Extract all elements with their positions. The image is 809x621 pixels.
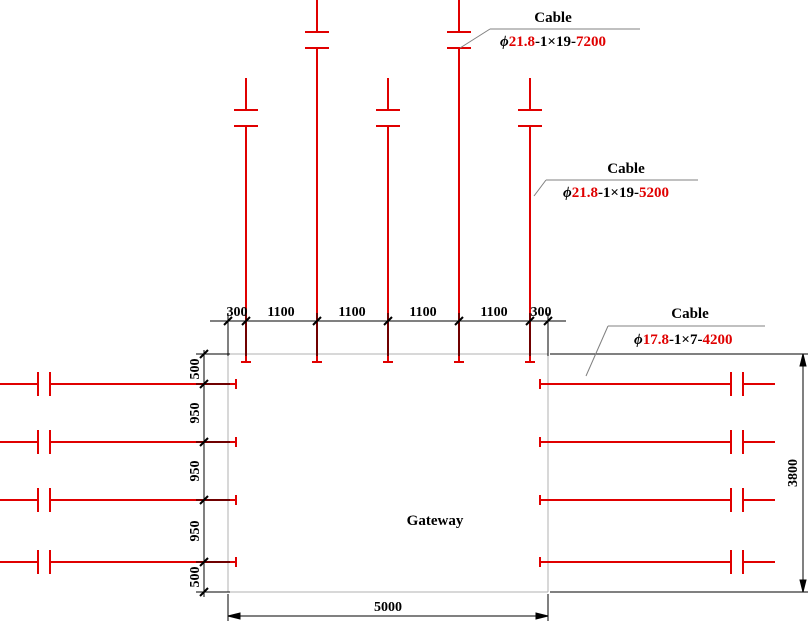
dim-top-1: 300 [227, 305, 248, 320]
cable-top-title: Cable [534, 10, 572, 26]
cable-side-phi: ϕ [634, 332, 643, 348]
cable-label-mid: Cable ϕ21.8-1×19-5200 [533, 161, 698, 201]
svg-text:ϕ17.8-1×7-4200: ϕ17.8-1×7-4200 [634, 332, 732, 348]
cable-side-length: 4200 [702, 332, 732, 348]
svg-text:ϕ21.8-1×19-7200: ϕ21.8-1×19-7200 [500, 34, 606, 50]
right-dimension [550, 353, 808, 593]
dim-top-5: 1100 [480, 305, 507, 320]
cable-label-top: Cable ϕ21.8-1×19-7200 [459, 10, 640, 50]
dim-left-5: 500 [188, 567, 203, 588]
cable-side-diameter: 17.8 [643, 332, 669, 348]
cable-mid-phi: ϕ [563, 185, 572, 201]
dim-top-2: 1100 [267, 305, 294, 320]
dim-top-3: 1100 [338, 305, 365, 320]
dim-width: 5000 [374, 600, 402, 615]
horizontal-cables [0, 372, 775, 574]
dim-left-2: 950 [188, 403, 203, 424]
gateway-label: Gateway [407, 513, 464, 529]
vertical-cables [234, 0, 542, 363]
cable-side-title: Cable [671, 306, 709, 322]
dim-left-3: 950 [188, 461, 203, 482]
gateway-outline [227, 353, 549, 593]
cable-top-spec: -1×19- [535, 34, 576, 50]
cable-label-side: Cable ϕ17.8-1×7-4200 [585, 306, 765, 377]
dim-height: 3800 [786, 459, 801, 487]
bottom-dimension [227, 594, 549, 621]
left-dimension-chain [196, 349, 230, 597]
svg-text:ϕ21.8-1×19-5200: ϕ21.8-1×19-5200 [563, 185, 669, 201]
cable-top-diameter: 21.8 [509, 34, 535, 50]
cable-mid-title: Cable [607, 161, 645, 177]
cable-mid-length: 5200 [639, 185, 669, 201]
cable-mid-diameter: 21.8 [572, 185, 598, 201]
top-dimension-chain [210, 313, 566, 356]
cable-top-phi: ϕ [500, 34, 509, 50]
cable-top-length: 7200 [576, 34, 606, 50]
dim-top-4: 1100 [409, 305, 436, 320]
dim-left-1: 500 [188, 359, 203, 380]
cable-side-spec: -1×7- [669, 332, 703, 348]
dim-top-6: 300 [531, 305, 552, 320]
cable-mid-spec: -1×19- [598, 185, 639, 201]
dim-left-4: 950 [188, 521, 203, 542]
